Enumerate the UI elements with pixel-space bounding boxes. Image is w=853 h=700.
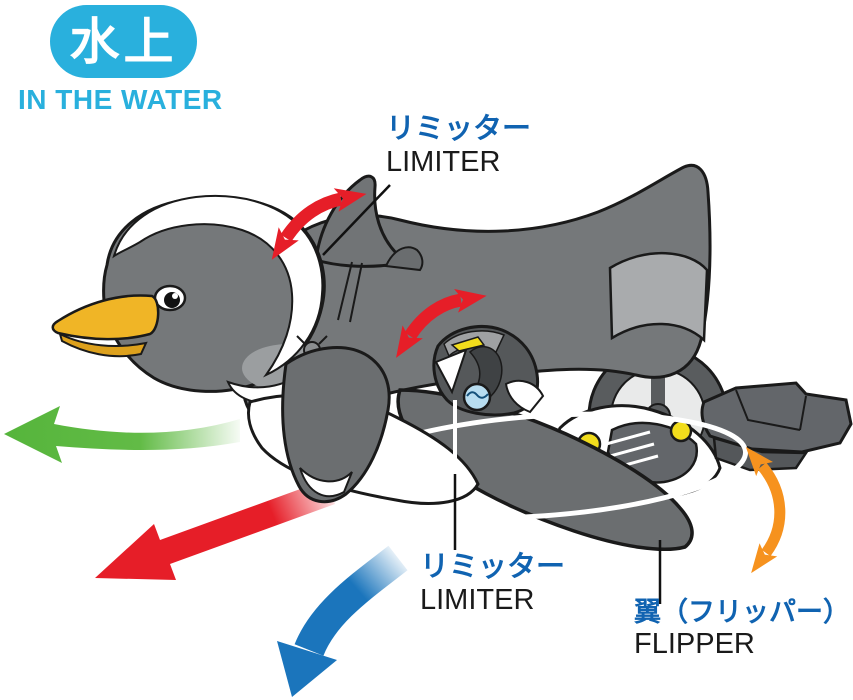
red-curve-double-arrow-center xyxy=(396,288,487,358)
limiter-top-label-jp: リミッター xyxy=(386,113,532,145)
red-down-left-arrow xyxy=(95,480,335,580)
badge-title-jp: 水上 xyxy=(69,13,178,70)
water-surface-badge: 水上 xyxy=(50,5,197,78)
flipper-label-en: FLIPPER xyxy=(634,628,755,661)
callout-limiter-top: リミッター LIMITER xyxy=(386,113,531,180)
front-limb xyxy=(281,346,391,504)
callout-flipper: 翼（フリッパー） FLIPPER xyxy=(634,597,850,661)
head-white-band xyxy=(112,194,324,378)
green-left-arrow xyxy=(4,406,240,463)
badge-subtitle-en: IN THE WATER xyxy=(18,84,223,115)
penguin-eye xyxy=(153,284,187,312)
penguin-head xyxy=(51,194,334,404)
limb-highlight xyxy=(299,467,353,497)
limiter-top-label-en: LIMITER xyxy=(386,146,501,179)
penguin-beak xyxy=(51,294,160,358)
limiter-bottom-label-jp: リミッター xyxy=(420,551,566,583)
blue-down-curve-arrow xyxy=(277,545,408,697)
penguin-feet xyxy=(700,381,853,472)
penguin-toy xyxy=(51,164,853,552)
red-curve-double-arrow-back-fin xyxy=(271,188,367,260)
flipper-label-jp: 翼（フリッパー） xyxy=(634,597,850,627)
limiter-bottom-label-en: LIMITER xyxy=(420,584,535,617)
orange-vertical-double-arrow xyxy=(745,446,786,574)
tail-band xyxy=(608,251,709,343)
leader-limiter-top xyxy=(322,184,391,256)
callout-limiter-bottom: リミッター LIMITER xyxy=(420,551,565,618)
blue-gear-cap xyxy=(462,382,492,412)
